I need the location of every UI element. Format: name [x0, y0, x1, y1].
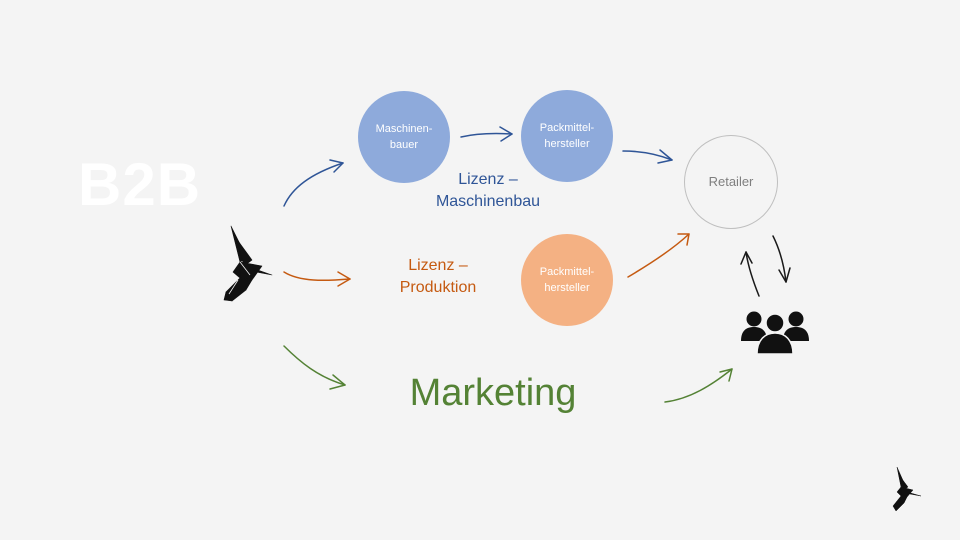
node-maschinenbauer: Maschinen- bauer	[358, 91, 450, 183]
b2b-heading: B2B	[78, 151, 202, 218]
arrow-packmittel-to-retailer-orange	[627, 233, 690, 278]
people-group-icon	[741, 311, 809, 355]
node-retailer-label: Retailer	[708, 174, 754, 189]
arrow-to-marketing	[283, 345, 346, 390]
arrow-retailer-to-consumers	[772, 235, 791, 283]
arrow-marketing-to-consumers	[664, 368, 733, 403]
node-retailer: Retailer	[684, 135, 778, 229]
arrow-consumers-to-retailer	[740, 251, 760, 297]
node-packmittelhersteller-top-label: Packmittel- hersteller	[539, 122, 595, 150]
node-maschinenbauer-label: Maschinen- bauer	[375, 123, 433, 151]
arrow-maschinenbauer-to-packmittel	[460, 126, 513, 142]
node-packmittelhersteller-top: Packmittel- hersteller	[521, 90, 613, 182]
arrow-to-lizenz-produktion	[283, 271, 351, 287]
label-lizenz-produktion: Lizenz – Produktion	[399, 257, 477, 296]
node-packmittelhersteller-bottom: Packmittel- hersteller	[521, 234, 613, 326]
arrow-to-maschinenbauer	[283, 159, 344, 207]
arrow-packmittel-to-retailer	[622, 149, 673, 164]
label-lizenz-maschinenbau: Lizenz – Maschinenbau	[435, 171, 541, 210]
logo-hummingbird-icon	[892, 466, 922, 512]
node-packmittelhersteller-bottom-label: Packmittel- hersteller	[539, 266, 595, 294]
hummingbird-icon	[223, 225, 273, 302]
